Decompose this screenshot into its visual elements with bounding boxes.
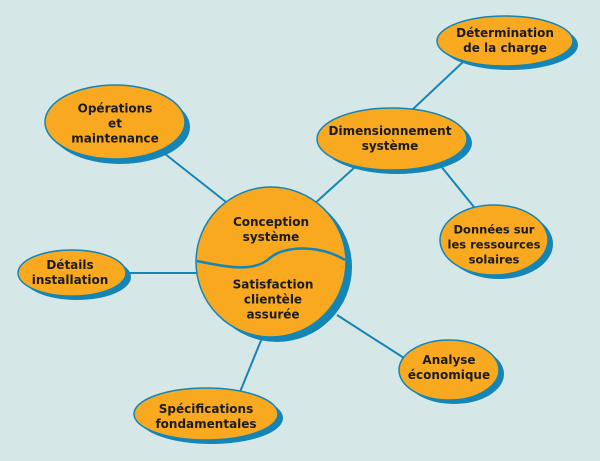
label-line: maintenance xyxy=(71,131,159,146)
label-line: système xyxy=(242,230,300,244)
connector-analyse xyxy=(336,314,405,359)
label-line: système xyxy=(361,139,419,153)
node-determination-shape[interactable] xyxy=(436,15,574,67)
connector-dimensionnement xyxy=(312,167,355,206)
node-operations-shape[interactable] xyxy=(44,84,186,160)
label-line: assurée xyxy=(246,307,300,322)
label-line: Spécifications xyxy=(158,402,254,416)
connector-donnees xyxy=(439,164,479,213)
label-line: Analyse xyxy=(422,353,476,367)
center-top-label: Conception système xyxy=(233,215,309,245)
label-line: Opérations xyxy=(77,101,153,116)
label-line: et xyxy=(108,116,122,131)
connector-specifications xyxy=(239,337,263,393)
node-donnees-label: Données sur les ressources solaires xyxy=(448,223,541,268)
node-analyse-label: Analyse économique xyxy=(408,353,490,383)
center-node-shape[interactable] xyxy=(195,186,347,338)
label-line: Détails xyxy=(46,258,94,272)
node-shapes xyxy=(17,15,578,444)
node-operations-label: Opérations et maintenance xyxy=(71,102,159,147)
node-details-shape[interactable] xyxy=(17,249,127,297)
node-dimensionnement-label: Dimensionnement système xyxy=(329,124,452,154)
node-analyse-shape[interactable] xyxy=(398,339,500,401)
label-line: de la charge xyxy=(463,41,547,55)
node-specifications-shape[interactable] xyxy=(133,387,279,441)
label-line: les ressources xyxy=(447,237,541,252)
label-line: Satisfaction xyxy=(232,277,314,292)
label-line: Détermination xyxy=(456,26,554,40)
label-line: solaires xyxy=(468,252,520,267)
center-bottom-label: Satisfaction clientèle assurée xyxy=(233,278,314,323)
label-line: économique xyxy=(407,368,491,382)
center-divider-wave xyxy=(196,247,346,269)
label-line: fondamentales xyxy=(155,417,257,431)
connector-operations xyxy=(159,149,227,203)
node-donnees-shape[interactable] xyxy=(439,204,549,276)
node-determination-label: Détermination de la charge xyxy=(456,26,554,56)
connector-determination xyxy=(411,61,464,111)
node-details-label: Détails installation xyxy=(32,258,109,288)
label-line: Conception xyxy=(232,215,310,229)
connectors xyxy=(126,61,479,393)
label-line: installation xyxy=(31,273,109,287)
label-line: Dimensionnement xyxy=(328,124,452,138)
label-line: clientèle xyxy=(243,292,303,307)
label-line: Données sur xyxy=(453,222,535,237)
node-specifications-label: Spécifications fondamentales xyxy=(155,402,256,432)
node-dimensionnement-shape[interactable] xyxy=(316,107,468,171)
